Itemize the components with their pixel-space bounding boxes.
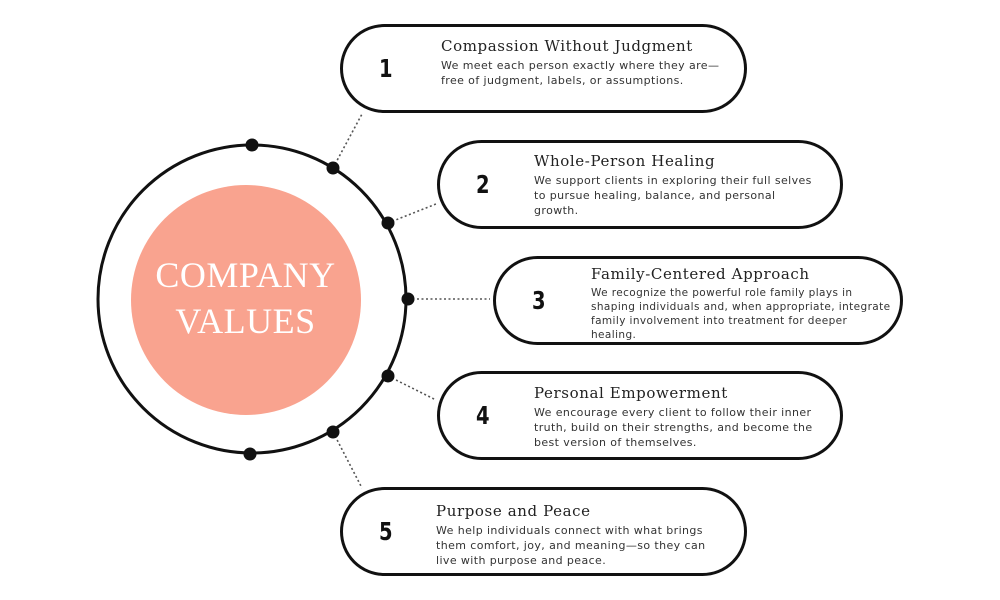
center-title-line-1: COMPANY xyxy=(155,255,336,295)
value-description: We support clients in exploring their fu… xyxy=(534,174,812,217)
value-number: 1 xyxy=(379,54,393,83)
value-description: We meet each person exactly where they a… xyxy=(441,59,720,87)
value-card-1: 1 Compassion Without Judgment We meet ea… xyxy=(340,24,747,113)
ring-dot-2 xyxy=(381,216,395,230)
ring-dot-1 xyxy=(326,161,340,175)
ring-dot-top xyxy=(245,138,259,152)
connector-line-2 xyxy=(387,203,437,224)
ring-dot-4 xyxy=(381,369,395,383)
value-number: 4 xyxy=(476,401,490,430)
center-circle xyxy=(131,185,361,415)
value-title: Family-Centered Approach xyxy=(591,265,810,283)
center-title: COMPANY VALUES xyxy=(130,252,361,344)
value-title: Compassion Without Judgment xyxy=(441,37,693,55)
value-card-3: 3 Family-Centered Approach We recognize … xyxy=(493,256,903,345)
value-number: 3 xyxy=(532,286,546,315)
value-title: Personal Empowerment xyxy=(534,384,728,402)
value-description: We help individuals connect with what br… xyxy=(436,524,706,567)
value-title: Whole-Person Healing xyxy=(534,152,716,170)
value-description: We recognize the powerful role family pl… xyxy=(591,287,891,341)
ring-dot-bottom xyxy=(243,447,257,461)
value-title: Purpose and Peace xyxy=(436,502,591,520)
value-card-4: 4 Personal Empowerment We encourage ever… xyxy=(437,371,843,460)
value-card-5: 5 Purpose and Peace We help individuals … xyxy=(340,487,747,576)
ring-dot-3 xyxy=(401,292,415,306)
value-card-2: 2 Whole-Person Healing We support client… xyxy=(437,140,843,229)
connector-line-5 xyxy=(332,431,363,489)
center-title-line-2: VALUES xyxy=(175,301,316,341)
connector-line-4 xyxy=(387,375,437,401)
connector-line-1 xyxy=(332,113,363,169)
value-number: 2 xyxy=(476,170,490,199)
ring-dot-5 xyxy=(326,425,340,439)
value-number: 5 xyxy=(379,517,393,546)
value-description: We encourage every client to follow thei… xyxy=(534,406,813,449)
